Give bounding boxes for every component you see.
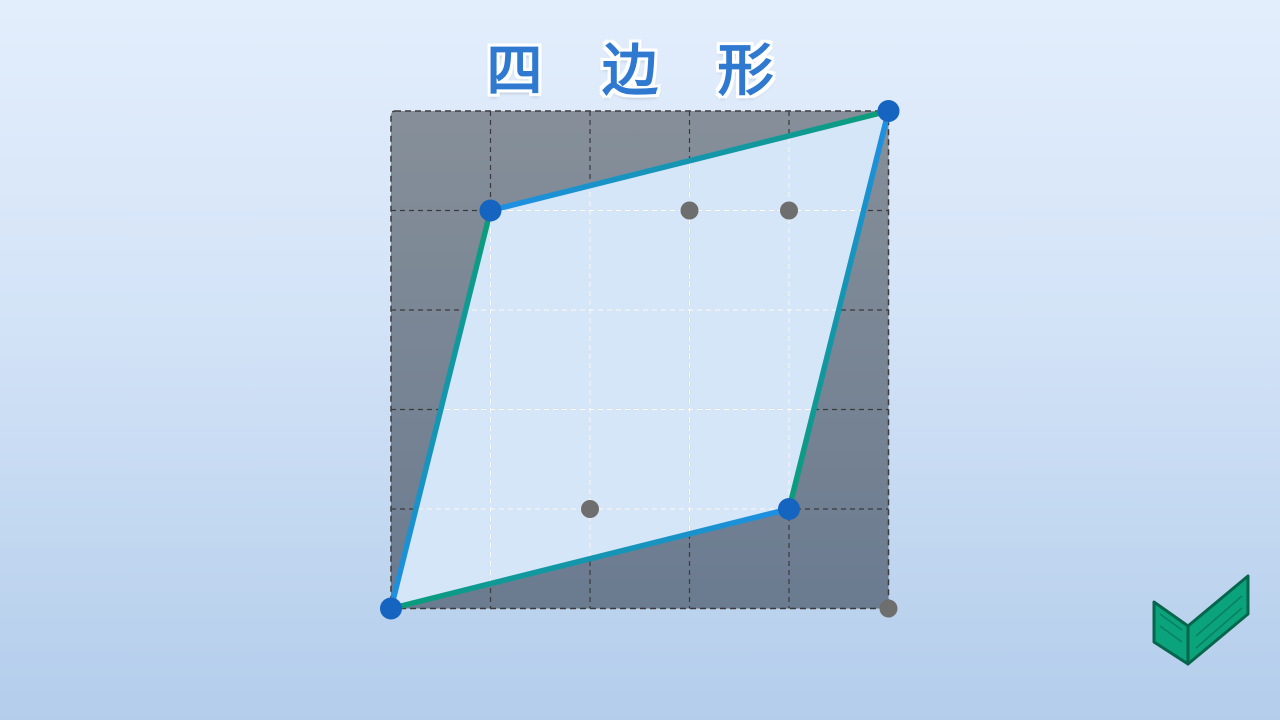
grid-dot[interactable]	[879, 599, 898, 618]
game-title: 四 边 形	[486, 39, 794, 104]
check-button[interactable]	[1146, 570, 1256, 670]
quadrilateral-vertex[interactable]	[380, 597, 402, 620]
quadrilateral-vertex[interactable]	[479, 199, 502, 222]
quadrilateral-edges[interactable]	[388, 108, 892, 612]
quadrilateral-vertex[interactable]	[877, 100, 900, 122]
quadrilateral-edge[interactable]	[388, 207, 494, 612]
quadrilateral-area	[391, 111, 889, 609]
grid-dot[interactable]	[581, 500, 599, 518]
grid-dot[interactable]	[680, 201, 699, 220]
grid-dot[interactable]	[780, 201, 798, 220]
quadrilateral-edge[interactable]	[487, 108, 892, 214]
grid-dots[interactable]	[581, 201, 898, 618]
quadrilateral-edge[interactable]	[388, 506, 792, 612]
quadrilateral-vertices[interactable]	[380, 100, 900, 620]
quadrilateral-vertex[interactable]	[778, 498, 800, 520]
quadrilateral-edge[interactable]	[786, 108, 892, 512]
checkmark-icon	[1152, 574, 1250, 666]
